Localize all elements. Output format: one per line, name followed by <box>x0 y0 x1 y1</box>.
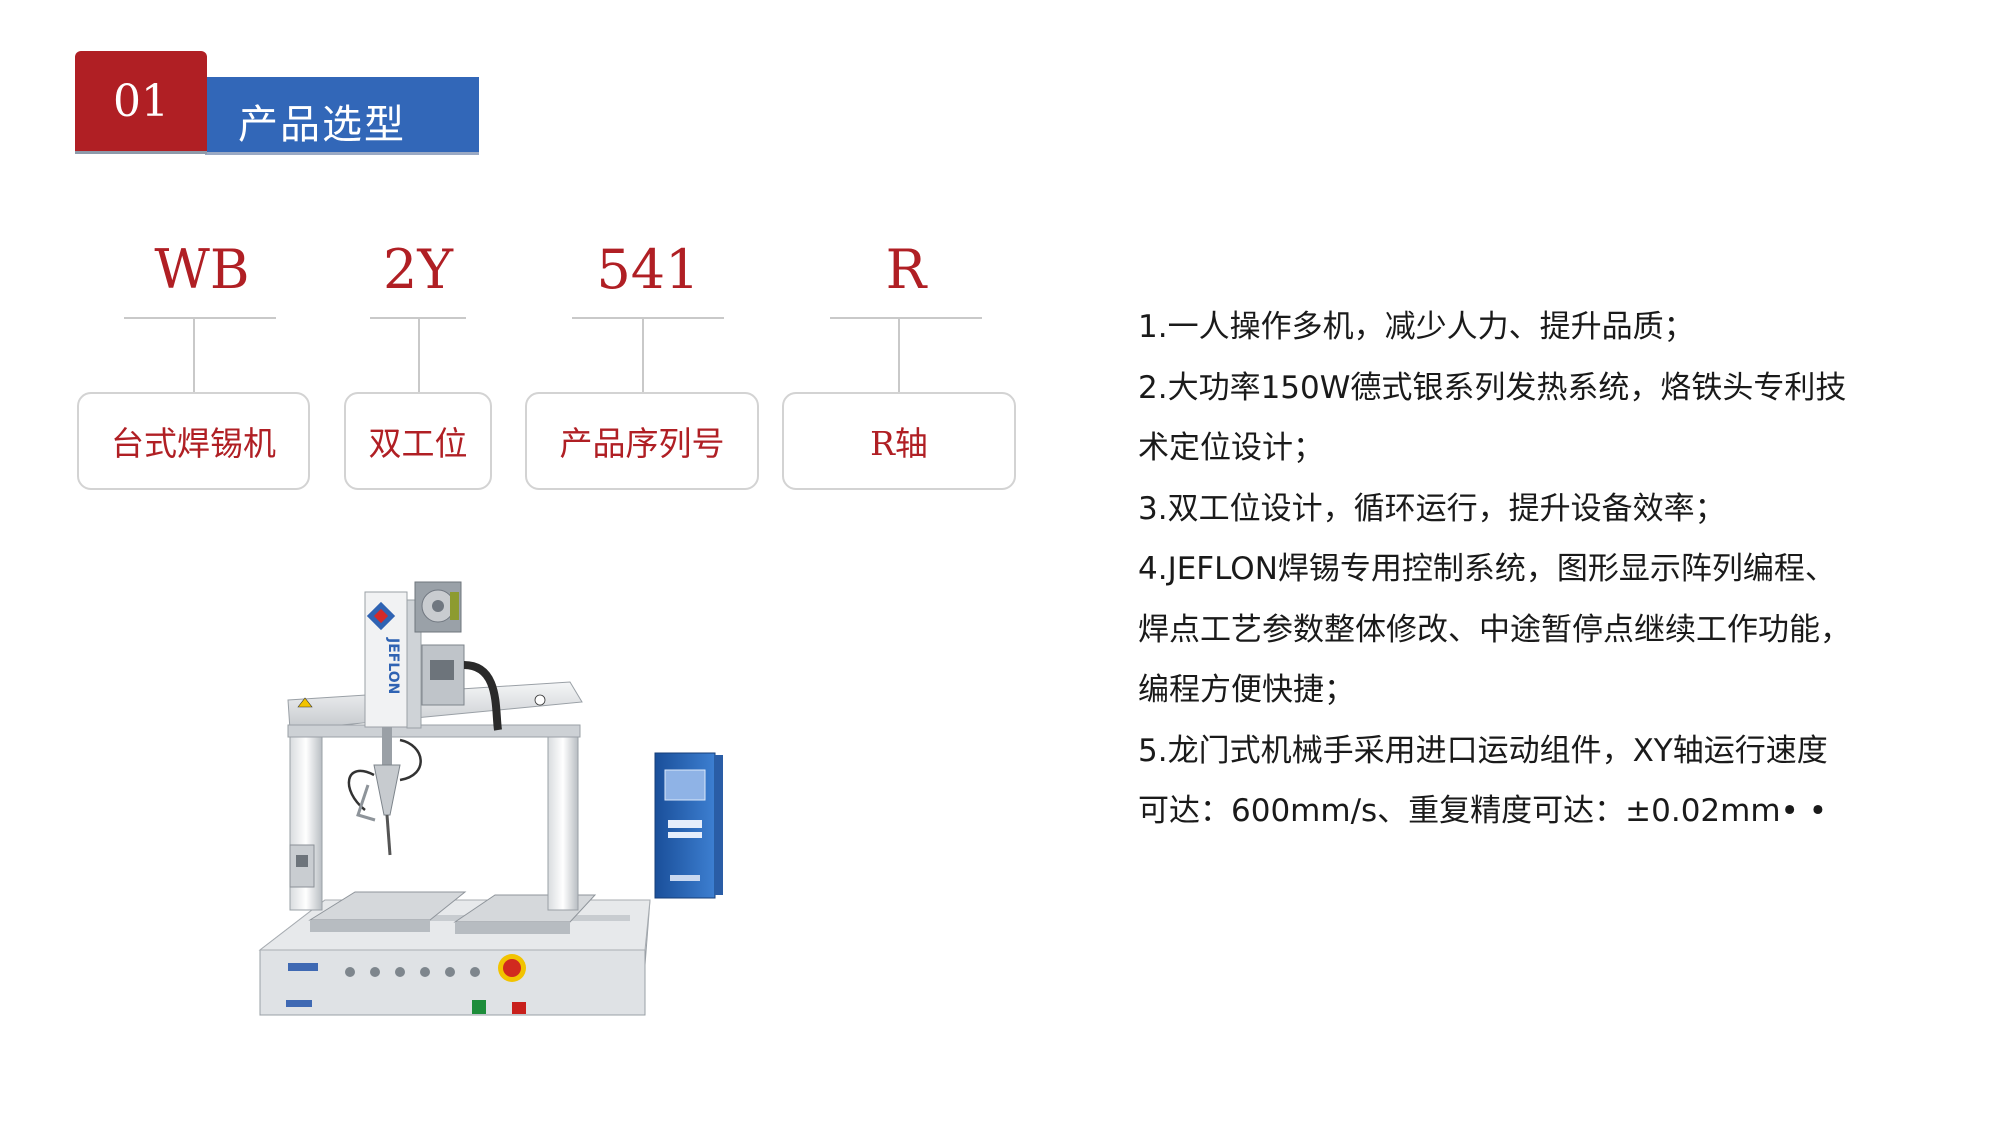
code-underline <box>124 317 276 319</box>
connector-line <box>193 318 195 392</box>
model-code-segment: 541 <box>596 238 700 301</box>
feature-line: 1.一人操作多机，减少人力、提升品质； <box>1138 309 1695 345</box>
brand-text: JEFLON <box>385 637 401 694</box>
feature-line: 4.JEFLON焊锡专用控制系统，图形显示阵列编程、 <box>1138 551 1836 587</box>
feature-line: 可达：600mm/s、重复精度可达：±0.02mm• • <box>1138 793 1827 829</box>
code-meaning-box: 双工位 <box>344 392 492 490</box>
model-code-segment: R <box>885 238 927 301</box>
code-underline <box>572 317 724 319</box>
section-number: 01 <box>113 75 169 127</box>
connector-line <box>418 318 420 392</box>
header-title-bar <box>205 77 479 155</box>
feature-line: 术定位设计； <box>1138 430 1324 466</box>
code-meaning-label: 产品序列号 <box>559 424 725 463</box>
section-title: 产品选型 <box>238 102 406 148</box>
code-meaning-label: 双工位 <box>368 424 468 463</box>
code-meaning-box: 产品序列号 <box>525 392 759 490</box>
code-meaning-box: R轴 <box>782 392 1016 490</box>
feature-list: 1.一人操作多机，减少人力、提升品质； 2.大功率150W德式银系列发热系统，烙… <box>1138 297 1938 842</box>
code-meaning-label: R轴 <box>870 424 928 463</box>
feature-line: 5.龙门式机械手采用进口运动组件，XY轴运行速度 <box>1138 732 1828 769</box>
connector-line <box>642 318 644 392</box>
feature-line: 2.大功率150W德式银系列发热系统，烙铁头专利技 <box>1138 369 1847 406</box>
jeflon-logo <box>366 601 396 631</box>
feature-line: 3.双工位设计，循环运行，提升设备效率； <box>1138 490 1726 527</box>
feature-line: 编程方便快捷； <box>1138 672 1355 708</box>
feature-line: 焊点工艺参数整体修改、中途暂停点继续工作功能， <box>1138 611 1851 648</box>
code-meaning-label: 台式焊锡机 <box>111 424 276 463</box>
model-code-segment: 2Y <box>382 238 453 301</box>
code-meaning-box: 台式焊锡机 <box>77 392 310 490</box>
header-number-badge <box>75 51 207 154</box>
soldering-machine-image: JEFLON <box>258 581 723 1016</box>
code-underline <box>830 317 982 319</box>
connector-line <box>898 318 900 392</box>
model-code-segment: WB <box>154 238 250 301</box>
